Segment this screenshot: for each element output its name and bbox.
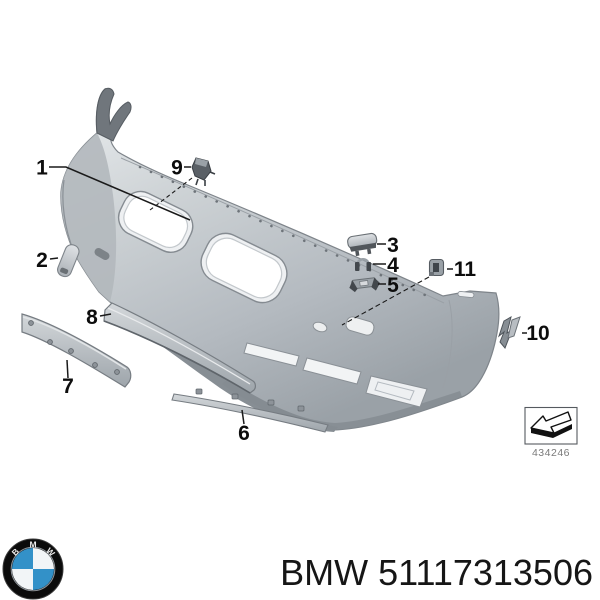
part-bracket-5 [349,277,381,293]
callout-8: 8 [86,306,98,329]
part-trim-strip-6 [171,388,329,433]
kidney-grille-left [117,190,194,253]
intake-slot-1 [243,342,300,367]
top-fin [95,87,132,142]
leader-lines [49,166,527,425]
fog-light-inner [374,381,415,401]
callout-7: 7 [62,375,74,398]
callout-2: 2 [36,249,48,272]
left-endcap-shade [60,133,117,302]
leader-7 [66,359,69,379]
ref-code: 434246 [532,447,570,459]
leader-8 [99,313,112,317]
washer-cover-recess [345,316,375,336]
logo-letter-b: B [10,546,21,557]
sensor-hole [312,321,328,333]
leader-2 [49,257,59,260]
part-bracket-11 [428,258,445,277]
leader-9-dashed [149,177,193,211]
part-tow-eye-cover [57,244,80,278]
intake-slot-2 [302,357,362,385]
callout-6: 6 [238,422,250,445]
part-number-label: BMW 51117313506 [280,552,593,593]
callout-10: 10 [526,322,549,345]
callout-4: 4 [387,254,399,277]
kidney-grille-right [200,232,288,304]
right-corner-slot [457,291,475,298]
part-bracket-10 [497,315,521,349]
callout-11: 11 [454,258,477,281]
fog-light-recess [365,375,428,408]
right-corner-crease [442,299,453,389]
leader-1 [49,166,191,221]
leader-6 [241,409,245,425]
callout-5: 5 [387,274,399,297]
logo-quadrant-br [33,569,54,590]
leader-11-dashed [341,276,430,326]
callout-3: 3 [387,234,399,257]
ref-box: 434246 [524,406,578,459]
direction-arrow-icon [530,411,572,438]
callout-9: 9 [171,157,183,180]
part-clip-4 [355,257,371,271]
logo-letter-m: M [29,540,36,550]
side-slot [94,248,110,260]
part-trim-strip-8 [103,302,256,394]
callout-1: 1 [36,157,48,180]
callouts: 1 2 3 4 5 6 7 8 9 10 11 [36,157,550,446]
part-bracket-9 [191,157,216,186]
part-license-support-7 [21,313,132,388]
logo-quadrant-bl [12,569,33,590]
part-washer-cover-3 [347,232,378,257]
bmw-logo: B M W [2,538,64,600]
logo-quadrant-tr [33,548,54,569]
logo-quadrant-tl [12,548,33,569]
mounting-holes-row [138,165,427,297]
